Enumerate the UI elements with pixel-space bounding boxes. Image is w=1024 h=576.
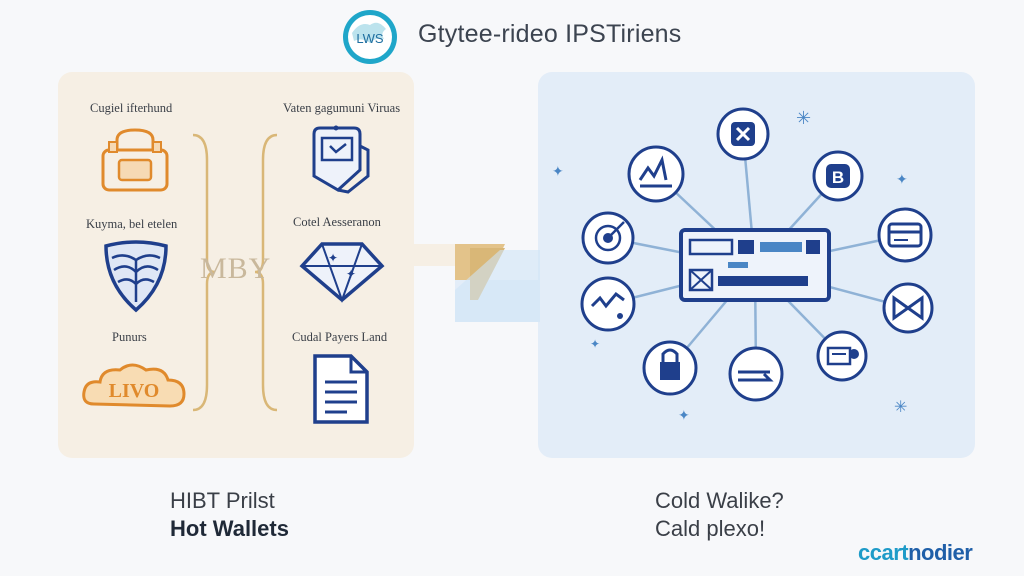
label-col1-1: Cugiel ifterhund bbox=[90, 101, 173, 115]
cloud-badge-icon: LIVO bbox=[82, 363, 186, 408]
lock-icon bbox=[642, 340, 698, 396]
chart-icon bbox=[627, 145, 685, 203]
label-col2-2: Cotel Aesseranon bbox=[293, 215, 381, 229]
svg-text:✦: ✦ bbox=[896, 172, 908, 188]
brand-part2: nodier bbox=[908, 540, 973, 565]
label-col1-2: Kuyma, bel etelen bbox=[86, 217, 178, 231]
cold-wallet-network: ✳ ✦ ✦ ✳ ✦ ✦ B bbox=[552, 107, 934, 424]
brand-watermark: ccartnodier bbox=[858, 540, 973, 566]
page-title: Gtytee-rideo IPSTiriens bbox=[418, 20, 682, 48]
diamond-icon: ✦ ✦ bbox=[299, 242, 385, 303]
globe-logo-icon: LWS bbox=[343, 10, 397, 64]
svg-text:✦: ✦ bbox=[590, 337, 600, 351]
svg-text:✦: ✦ bbox=[328, 251, 338, 265]
coin-b-icon: B bbox=[812, 150, 864, 202]
label-col2-1: Vaten gagumuni Viruas bbox=[283, 101, 401, 115]
svg-text:✳: ✳ bbox=[796, 108, 811, 129]
logo-text: LWS bbox=[356, 31, 384, 46]
label-col1-3: Punurs bbox=[112, 330, 147, 344]
phone-icon bbox=[312, 125, 370, 194]
svg-text:B: B bbox=[832, 168, 844, 187]
bracket-center-text: MBY bbox=[200, 252, 272, 285]
card-icon bbox=[877, 207, 933, 263]
label-col2-3: Cudal Payers Land bbox=[292, 330, 388, 344]
safe-icon bbox=[816, 330, 868, 382]
transfer-icon bbox=[580, 276, 636, 332]
bracket-dividers bbox=[192, 133, 278, 412]
hardware-wallet-icon bbox=[679, 228, 831, 302]
cold-wallet-caption-line2: Cald plexo! bbox=[655, 516, 766, 541]
shield-icon bbox=[104, 240, 168, 313]
target-icon bbox=[581, 211, 635, 265]
svg-text:✦: ✦ bbox=[552, 164, 564, 180]
brand-part1: ccart bbox=[858, 540, 909, 565]
svg-text:✦: ✦ bbox=[346, 267, 356, 281]
arrow-icon bbox=[728, 346, 784, 402]
document-icon bbox=[313, 354, 369, 424]
cold-wallet-caption-line1: Cold Walike? bbox=[655, 488, 784, 513]
security-icon bbox=[716, 107, 770, 161]
svg-text:✦: ✦ bbox=[678, 408, 690, 424]
server-icon bbox=[882, 282, 934, 334]
cloud-badge-text: LIVO bbox=[109, 380, 160, 402]
lock-icon bbox=[101, 128, 169, 192]
svg-text:✳: ✳ bbox=[894, 397, 907, 416]
hot-wallet-caption-line1: HIBT Prilst bbox=[170, 488, 275, 513]
hot-wallet-caption-line2: Hot Wallets bbox=[170, 516, 289, 541]
